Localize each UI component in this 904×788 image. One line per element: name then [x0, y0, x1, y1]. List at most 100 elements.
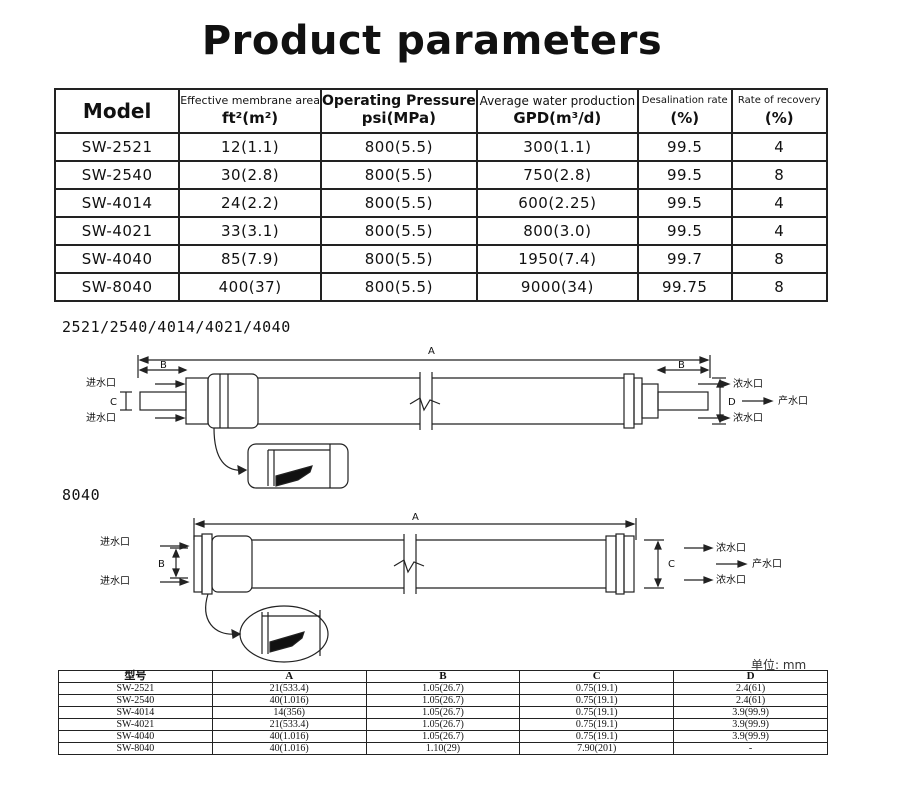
- table-cell: 3.9(99.9): [673, 730, 828, 743]
- diagram1-outlet-top: 浓水口: [733, 378, 763, 390]
- header-desal-label: Desalination rate: [641, 95, 728, 106]
- table-header-row: Model Effective membrane area ft²(m²) Op…: [53, 88, 829, 134]
- diagram1-outlet-bottom: 浓水口: [733, 412, 763, 424]
- table-cell: 0.75(19.1): [519, 718, 675, 731]
- table-cell: 800(5.5): [319, 188, 478, 218]
- table-cell: 1950(7.4): [475, 244, 639, 274]
- table-cell: 99.7: [636, 244, 733, 274]
- table-cell: 1.05(26.7): [365, 706, 521, 719]
- table-cell: 400(37): [178, 272, 322, 302]
- table-cell: 7.90(201): [519, 742, 675, 755]
- table-cell: 4: [730, 216, 829, 246]
- table-cell: 21(533.4): [211, 682, 367, 695]
- diagram1-product: 产水口: [778, 394, 808, 407]
- header-production-label: Average water production: [479, 94, 636, 108]
- table-cell: SW-4014: [58, 706, 213, 719]
- header-desalination: Desalination rate (%): [636, 88, 733, 134]
- header-recovery: Rate of recovery (%): [730, 88, 829, 134]
- table-cell: 0.75(19.1): [519, 706, 675, 719]
- table-cell: SW-4040: [53, 244, 181, 274]
- dims-header-cell: A: [211, 670, 367, 683]
- table-cell: SW-4014: [53, 188, 181, 218]
- table-cell: 99.75: [636, 272, 733, 302]
- table-cell: 1.05(26.7): [365, 682, 521, 695]
- table-cell: SW-8040: [53, 272, 181, 302]
- header-pressure-unit: psi(MPa): [361, 109, 436, 127]
- dims-header-cell: 型号: [58, 670, 213, 683]
- header-pressure-label: Operating Pressure: [321, 93, 476, 109]
- diagram2-dim-b: B: [158, 559, 165, 570]
- table-cell: 99.5: [636, 132, 733, 162]
- table-cell: 4: [730, 132, 829, 162]
- dims-header-cell: C: [519, 670, 675, 683]
- table-cell: SW-8040: [58, 742, 213, 755]
- table-cell: 1.10(29): [365, 742, 521, 755]
- header-production: Average water production GPD(m³/d): [475, 88, 639, 134]
- table-cell: 800(5.5): [319, 132, 478, 162]
- table-cell: 0.75(19.1): [519, 694, 675, 707]
- table-cell: 8: [730, 160, 829, 190]
- diagram1-dim-b-right: B: [678, 360, 685, 371]
- table-cell: 8: [730, 272, 829, 302]
- table-cell: 21(533.4): [211, 718, 367, 731]
- diagram2-outlet-bottom: 浓水口: [716, 574, 746, 586]
- table-cell: 40(1.016): [211, 694, 367, 707]
- table-cell: 85(7.9): [178, 244, 322, 274]
- table-cell: 14(356): [211, 706, 367, 719]
- unit-label: 单位: mm: [751, 658, 807, 672]
- diagram1-label: 2521/2540/4014/4021/4040: [62, 318, 291, 336]
- header-area-label: Effective membrane area: [180, 94, 320, 107]
- header-model: Model: [53, 88, 181, 134]
- table-cell: 300(1.1): [475, 132, 639, 162]
- dims-header-cell: B: [365, 670, 521, 683]
- diagram2-inlet-bottom: 进水口: [100, 575, 130, 587]
- table-cell: 9000(34): [475, 272, 639, 302]
- table-cell: SW-2521: [58, 682, 213, 695]
- table-cell: SW-4021: [58, 718, 213, 731]
- table-cell: 600(2.25): [475, 188, 639, 218]
- table-cell: 4: [730, 188, 829, 218]
- header-recovery-label: Rate of recovery: [737, 95, 821, 106]
- table-cell: 3.9(99.9): [673, 706, 828, 719]
- diagram2-outlet-top: 浓水口: [716, 542, 746, 554]
- table-cell: 1.05(26.7): [365, 718, 521, 731]
- diagram1-dim-d: D: [728, 397, 736, 408]
- table-cell: 1.05(26.7): [365, 694, 521, 707]
- header-pressure: Operating Pressure psi(MPa): [319, 88, 478, 134]
- product-parameters-table: Model Effective membrane area ft²(m²) Op…: [53, 88, 829, 302]
- table-cell: SW-2521: [53, 132, 181, 162]
- table-cell: 99.5: [636, 216, 733, 246]
- table-cell: 2.4(61): [673, 682, 828, 695]
- header-recovery-unit: (%): [764, 109, 794, 127]
- diagram1-inlet-top: 进水口: [86, 377, 116, 389]
- table-cell: 33(3.1): [178, 216, 322, 246]
- table-cell: 30(2.8): [178, 160, 322, 190]
- table-cell: 8: [730, 244, 829, 274]
- diagram1-dim-c: C: [110, 397, 117, 408]
- diagram2-dim-c: C: [668, 559, 675, 570]
- table-cell: SW-4040: [58, 730, 213, 743]
- table-cell: 1.05(26.7): [365, 730, 521, 743]
- table-cell: 800(5.5): [319, 272, 478, 302]
- table-cell: 800(5.5): [319, 160, 478, 190]
- table-cell: 750(2.8): [475, 160, 639, 190]
- header-production-unit: GPD(m³/d): [513, 109, 602, 127]
- header-area: Effective membrane area ft²(m²): [178, 88, 322, 134]
- page-title: Product parameters: [201, 18, 663, 64]
- table-cell: 0.75(19.1): [519, 682, 675, 695]
- header-desal-unit: (%): [670, 109, 700, 127]
- table-cell: 24(2.2): [178, 188, 322, 218]
- table-cell: SW-4021: [53, 216, 181, 246]
